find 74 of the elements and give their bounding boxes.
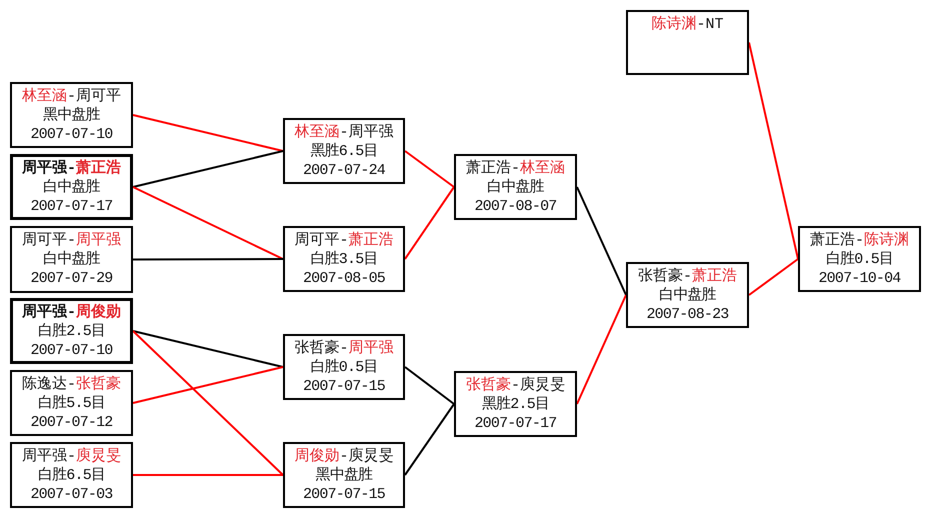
result-label: 白中盘胜 bbox=[43, 178, 100, 197]
connector-line bbox=[132, 186, 284, 260]
date-label: 2007-07-15 bbox=[302, 377, 385, 396]
match-box bbox=[283, 334, 405, 400]
result-label: 白胜0.5目 bbox=[310, 358, 378, 377]
connector-line bbox=[576, 294, 627, 404]
result-label: 黑胜6.5目 bbox=[310, 142, 378, 161]
connector-line bbox=[576, 186, 627, 296]
result-label: 黑中盘胜 bbox=[316, 466, 372, 485]
date-label: 2007-07-12 bbox=[30, 413, 112, 432]
match-box bbox=[454, 154, 577, 220]
match-box bbox=[283, 226, 405, 292]
players-label: 张哲豪-庾炅旻 bbox=[466, 376, 565, 395]
players-label: 张哲豪-萧正浩 bbox=[638, 267, 737, 286]
date-label: 2007-07-24 bbox=[302, 161, 385, 180]
date-label: 2007-10-04 bbox=[818, 269, 900, 288]
players-label: 萧正浩-林至涵 bbox=[466, 159, 565, 178]
connector-line bbox=[132, 150, 284, 188]
connector-line bbox=[132, 366, 284, 404]
connector-line bbox=[132, 330, 284, 368]
date-label: 2007-07-29 bbox=[30, 269, 112, 288]
players-label: 周平强-庾炅旻 bbox=[22, 447, 121, 466]
result-label: 白胜2.5目 bbox=[38, 322, 106, 341]
date-label: 2007-07-10 bbox=[30, 125, 112, 144]
result-label: 白胜3.5目 bbox=[310, 250, 378, 269]
connector-line bbox=[404, 403, 455, 476]
connector-line bbox=[748, 42, 799, 260]
match-box bbox=[283, 118, 405, 184]
match-box bbox=[10, 442, 133, 508]
result-label: 白中盘胜 bbox=[487, 178, 544, 197]
match-box bbox=[454, 371, 577, 437]
connector-line bbox=[404, 186, 455, 260]
date-label: 2007-08-23 bbox=[646, 305, 728, 324]
date-label: 2007-07-10 bbox=[30, 341, 112, 360]
result-label: 白中盘胜 bbox=[43, 250, 100, 269]
connector-line bbox=[748, 258, 799, 296]
connector-line bbox=[133, 474, 283, 476]
date-label: 2007-07-15 bbox=[302, 485, 385, 504]
players-label: 周俊勋-庾炅旻 bbox=[294, 447, 394, 466]
match-box bbox=[10, 154, 133, 220]
match-box bbox=[10, 298, 133, 364]
match-box bbox=[10, 82, 133, 148]
players-label: 周平强-萧正浩 bbox=[22, 159, 121, 178]
result-label: 黑胜2.5目 bbox=[482, 395, 550, 414]
players-label: 张哲豪-周平强 bbox=[294, 339, 394, 358]
match-box bbox=[798, 226, 921, 292]
connector-line bbox=[404, 366, 455, 405]
connector-line bbox=[133, 258, 283, 260]
date-label: 2007-07-03 bbox=[30, 485, 112, 504]
players-label: 周可平-周平强 bbox=[22, 231, 121, 250]
players-label: 林至涵-周可平 bbox=[22, 87, 121, 106]
players-label: 萧正浩-陈诗渊 bbox=[810, 231, 909, 250]
connector-line bbox=[404, 150, 455, 188]
players-label: 林至涵-周平强 bbox=[294, 123, 394, 142]
match-box bbox=[283, 442, 405, 508]
connector-line bbox=[132, 330, 284, 476]
date-label: 2007-07-17 bbox=[30, 197, 112, 216]
result-label: 白中盘胜 bbox=[659, 286, 716, 305]
players-label: 周平强-周俊勋 bbox=[22, 303, 121, 322]
match-box bbox=[626, 262, 749, 328]
result-label: 白胜0.5目 bbox=[826, 250, 894, 269]
players-label: 陈逸达-张哲豪 bbox=[22, 375, 121, 394]
match-box bbox=[626, 10, 749, 75]
date-label: 2007-08-05 bbox=[302, 269, 385, 288]
match-box bbox=[10, 226, 133, 293]
date-label: 2007-07-17 bbox=[474, 414, 556, 433]
players-label: 陈诗渊-NT bbox=[651, 15, 724, 34]
result-label: 白胜6.5目 bbox=[38, 466, 106, 485]
players-label: 周可平-萧正浩 bbox=[294, 231, 394, 250]
date-label: 2007-08-07 bbox=[474, 197, 556, 216]
connector-line bbox=[132, 114, 284, 152]
result-label: 白胜5.5目 bbox=[38, 394, 106, 413]
result-label: 黑中盘胜 bbox=[43, 106, 100, 125]
match-box bbox=[10, 370, 133, 436]
